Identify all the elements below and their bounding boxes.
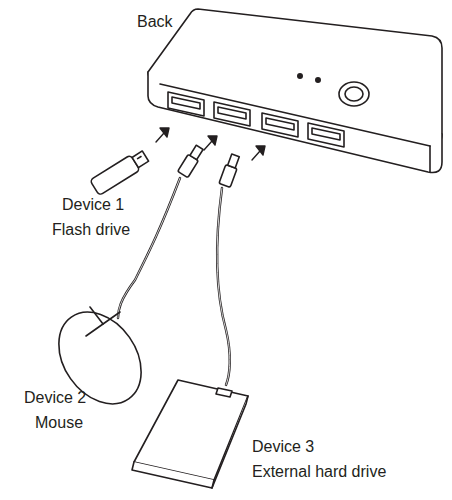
external-hard-drive: [132, 380, 248, 488]
insert-arrows: [156, 128, 265, 160]
part-label: Back: [137, 13, 173, 31]
usb-ports: [168, 92, 344, 147]
flash-drive: [90, 148, 150, 195]
part-label: Flash drive: [52, 221, 130, 239]
part-label: Device 1: [62, 196, 124, 214]
part-label: Mouse: [35, 414, 83, 432]
hard-drive-cable: [217, 153, 241, 385]
part-label: Device 3: [252, 438, 314, 456]
part-label: Device 2: [24, 389, 86, 407]
mouse-cable: [118, 144, 205, 318]
part-label: External hard drive: [252, 463, 386, 481]
usb-hub: [148, 9, 442, 173]
